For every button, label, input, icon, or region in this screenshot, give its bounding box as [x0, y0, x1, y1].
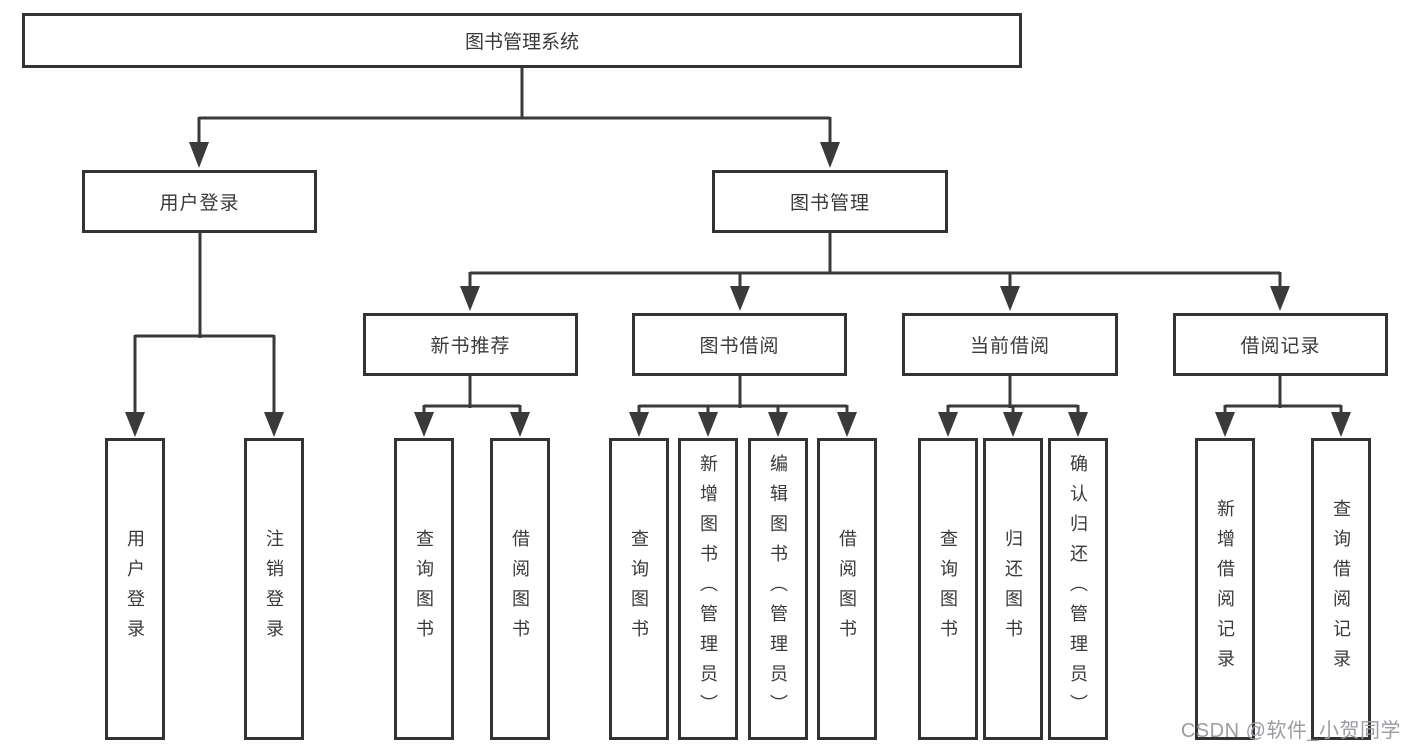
leaf-label: 借阅图书 [837, 529, 857, 649]
connector-user-login-children [125, 233, 284, 437]
connector-book-borrowing-children [629, 376, 857, 437]
leaf-recommend-query-books: 查询图书 [394, 438, 454, 740]
leaf-label: 归还图书 [1003, 529, 1023, 649]
leaf-label: 查询图书 [629, 529, 649, 649]
node-user-login: 用户登录 [82, 170, 317, 233]
leaf-current-return-books: 归还图书 [983, 438, 1043, 740]
leaf-label: 查询图书 [938, 529, 958, 649]
leaf-recommend-borrow-books: 借阅图书 [490, 438, 550, 740]
connector-root-to-level2 [189, 68, 840, 168]
leaf-borrow-add-books-admin: 新增图书（管理员） [678, 438, 738, 740]
leaf-label: 查询图书 [414, 529, 434, 649]
leaf-current-query-books: 查询图书 [918, 438, 978, 740]
leaf-label: 新增图书（管理员） [698, 454, 718, 724]
node-borrowing-records: 借阅记录 [1173, 313, 1388, 376]
node-current-borrowing: 当前借阅 [902, 313, 1118, 376]
leaf-user-login: 用户登录 [105, 438, 165, 740]
connector-borrowing-records-children [1215, 376, 1351, 437]
leaf-borrow-edit-books-admin: 编辑图书（管理员） [748, 438, 808, 740]
leaf-borrow-query-books: 查询图书 [609, 438, 669, 740]
leaf-borrow-borrow-books: 借阅图书 [817, 438, 877, 740]
leaf-label: 用户登录 [125, 529, 145, 649]
leaf-label: 注销登录 [264, 529, 284, 649]
node-book-borrowing: 图书借阅 [632, 313, 847, 376]
leaf-label: 借阅图书 [510, 529, 530, 649]
leaf-logout: 注销登录 [244, 438, 304, 740]
node-new-book-recommendation: 新书推荐 [363, 313, 578, 376]
leaf-label: 新增借阅记录 [1215, 499, 1235, 679]
node-book-management: 图书管理 [712, 170, 948, 233]
connector-new-book-recommendation-children [414, 376, 530, 437]
leaf-label: 查询借阅记录 [1331, 499, 1351, 679]
leaf-label: 编辑图书（管理员） [768, 454, 788, 724]
node-library-system: 图书管理系统 [22, 13, 1022, 68]
leaf-records-query-record: 查询借阅记录 [1311, 438, 1371, 740]
leaf-current-confirm-return-admin: 确认归还（管理员） [1048, 438, 1108, 740]
connector-book-management-children [460, 233, 1290, 311]
leaf-label: 确认归还（管理员） [1068, 454, 1088, 724]
connector-current-borrowing-children [938, 376, 1088, 437]
leaf-records-add-record: 新增借阅记录 [1195, 438, 1255, 740]
